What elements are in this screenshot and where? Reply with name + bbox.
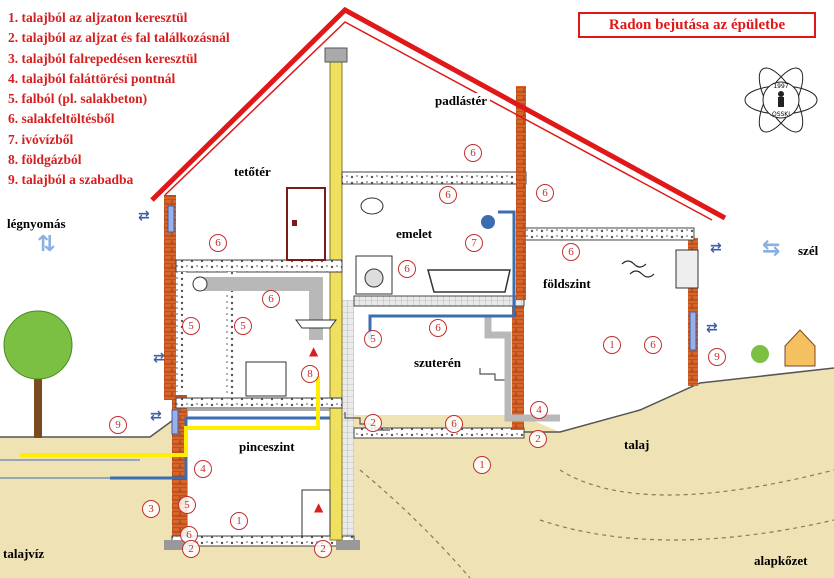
- vent-pipe: [196, 284, 316, 340]
- ground-floor-slab: [524, 228, 694, 240]
- ground-soil: [0, 368, 834, 578]
- radon-marker: 6: [262, 290, 280, 308]
- wind-arrows-icon: ⇆: [762, 236, 780, 261]
- radon-source-legend: 1. talajból az aljzaton keresztül 2. tal…: [8, 8, 230, 191]
- fan-icon: [193, 277, 207, 291]
- chimney-cap: [325, 48, 347, 62]
- roof-inner: [165, 22, 712, 220]
- radon-marker: 6: [398, 260, 416, 278]
- wall-lamp-icon: [361, 198, 383, 214]
- radon-marker: 2: [314, 540, 332, 558]
- radon-marker: 5: [234, 317, 252, 335]
- window-right: [690, 312, 696, 350]
- radon-marker: 1: [230, 512, 248, 530]
- air-exchange-arrow-icon: ⇄: [706, 320, 718, 336]
- tree-crown: [4, 311, 72, 379]
- radon-marker: 5: [182, 317, 200, 335]
- label-tetoter: tetőtér: [231, 164, 274, 180]
- shower-head-icon: [481, 215, 495, 229]
- legend-item: 8. földgázból: [8, 150, 230, 170]
- air-exchange-arrow-icon: ⇄: [138, 208, 150, 224]
- air-pressure-arrows-icon: ⇅: [37, 232, 55, 257]
- label-szuteren: szuterén: [411, 355, 464, 371]
- window-left-upper: [168, 206, 174, 232]
- radon-marker: 6: [429, 319, 447, 337]
- radon-marker: 3: [142, 500, 160, 518]
- wind-waves-icon: [622, 261, 654, 277]
- radon-marker: 9: [109, 416, 127, 434]
- upper-floor-slab: [354, 296, 524, 306]
- gas-flame-icon: ▲: [314, 500, 323, 514]
- legend-item: 3. talajból falrepedésen keresztül: [8, 49, 230, 69]
- radon-marker: 2: [364, 414, 382, 432]
- basement-footing-right: [336, 540, 360, 550]
- label-foldszint: földszint: [540, 276, 594, 292]
- radon-marker: 6: [445, 415, 463, 433]
- radon-marker: 5: [364, 330, 382, 348]
- label-padlaster: padlástér: [432, 93, 490, 109]
- legend-item: 5. falból (pl. salakbeton): [8, 89, 230, 109]
- gas-flame-icon: ▲: [309, 344, 318, 358]
- radon-marker: 4: [530, 401, 548, 419]
- label-alapkozet: alapkőzet: [754, 553, 807, 569]
- radiator-icon: [676, 250, 698, 288]
- radon-marker: 6: [209, 234, 227, 252]
- attic-door-handle: [292, 220, 297, 226]
- bathtub-icon: [428, 270, 510, 292]
- label-emelet: emelet: [393, 226, 435, 242]
- label-szel: szél: [798, 243, 818, 259]
- legend-item: 7. ivóvízből: [8, 130, 230, 150]
- window-left-lower: [172, 410, 178, 434]
- legend-item: 1. talajból az aljzaton keresztül: [8, 8, 230, 28]
- radon-marker: 6: [464, 144, 482, 162]
- wall-mid-right: [512, 300, 524, 430]
- radon-marker: 7: [465, 234, 483, 252]
- doghouse-icon: [785, 330, 815, 366]
- air-exchange-arrow-icon: ⇄: [153, 350, 165, 366]
- radon-marker: 4: [194, 460, 212, 478]
- radon-marker: 6: [562, 243, 580, 261]
- label-legnyomas: légnyomás: [7, 216, 66, 232]
- tree-trunk: [34, 370, 42, 438]
- air-exchange-arrow-icon: ⇄: [150, 408, 162, 424]
- radon-marker: 6: [644, 336, 662, 354]
- osski-logo: 1997 OSSKI: [742, 50, 820, 150]
- label-pinceszint: pinceszint: [236, 439, 298, 455]
- diagram-title: Radon bejutása az épületbe: [578, 12, 816, 38]
- legend-item: 2. talajból az aljzat és fal találkozásn…: [8, 28, 230, 48]
- label-talaj: talaj: [624, 437, 649, 453]
- label-talajviz: talajvíz: [3, 546, 44, 562]
- logo-text-top: 1997: [773, 83, 788, 90]
- radon-marker: 2: [182, 540, 200, 558]
- air-exchange-arrow-icon: ⇄: [710, 240, 722, 256]
- legend-item: 4. talajból faláttörési pontnál: [8, 69, 230, 89]
- shrub-icon: [751, 345, 769, 363]
- radon-marker: 2: [529, 430, 547, 448]
- radon-marker: 1: [473, 456, 491, 474]
- roof-outline: [152, 10, 725, 218]
- radon-marker: 6: [439, 186, 457, 204]
- range-hood-icon: [296, 320, 336, 328]
- radon-marker: 6: [536, 184, 554, 202]
- radon-marker: 5: [178, 496, 196, 514]
- logo-text-bottom: OSSKI: [772, 111, 790, 118]
- radon-marker: 8: [301, 365, 319, 383]
- attic-floor-slab: [342, 172, 526, 184]
- basement-wall-right: [342, 300, 354, 545]
- washing-machine-door: [365, 269, 383, 287]
- kitchen-cabinet-icon: [246, 362, 286, 396]
- legend-item: 9. talajból a szabadba: [8, 170, 230, 190]
- radon-marker: 1: [603, 336, 621, 354]
- radon-marker: 9: [708, 348, 726, 366]
- legend-item: 6. salakfeltöltésből: [8, 109, 230, 129]
- loft-floor-slab: [176, 260, 342, 272]
- chimney: [330, 60, 342, 540]
